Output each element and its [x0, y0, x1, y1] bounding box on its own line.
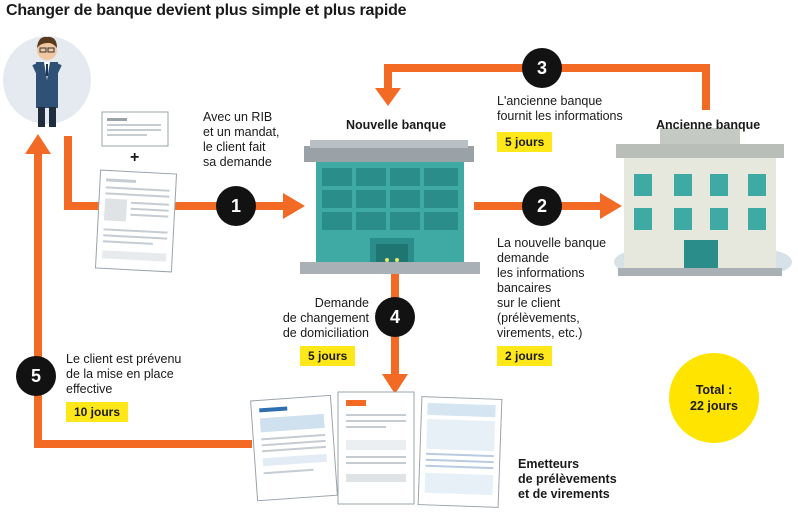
total-label: Total :: [695, 383, 733, 397]
step-2-duration: 2 jours: [497, 346, 553, 366]
step-3-text: L'ancienne banque fournit les informatio…: [497, 94, 623, 123]
step-1-circle: 1: [216, 186, 256, 226]
step-5-circle: 5: [16, 356, 56, 396]
step-4-text: Demande de changement de domiciliation: [282, 296, 369, 340]
plus-sign: +: [130, 149, 140, 166]
page-title: Changer de banque devient plus simple et…: [6, 2, 407, 19]
step-4-duration: 5 jours: [300, 346, 356, 366]
total-value: 22 jours: [690, 399, 738, 413]
step-4-circle: 4: [375, 297, 415, 337]
client-avatar: [3, 36, 91, 127]
issuers-label: Emetteurs de prélèvements et de virement…: [518, 457, 617, 501]
total-badge: Total : 22 jours: [669, 353, 759, 443]
step-5-duration: 10 jours: [66, 402, 129, 422]
step-5-text: Le client est prévenu de la mise en plac…: [66, 352, 182, 396]
old-bank-building: [614, 128, 792, 276]
old-bank-label: Ancienne banque: [656, 118, 761, 132]
step-2-text: La nouvelle banque demande les informati…: [497, 236, 607, 340]
step-1-text: Avec un RIB et un mandat, le client fait…: [203, 110, 280, 169]
arrow-step-1: [64, 136, 285, 210]
new-bank-building: [300, 140, 480, 274]
issuer-documents: [250, 391, 503, 508]
rib-document: [101, 111, 169, 147]
mandate-document: [94, 169, 178, 273]
arrow-step-5: [34, 152, 252, 448]
step-2-circle: 2: [522, 186, 562, 226]
new-bank-label: Nouvelle banque: [346, 118, 447, 132]
step-3-circle: 3: [522, 48, 562, 88]
step-3-duration: 5 jours: [497, 132, 553, 152]
